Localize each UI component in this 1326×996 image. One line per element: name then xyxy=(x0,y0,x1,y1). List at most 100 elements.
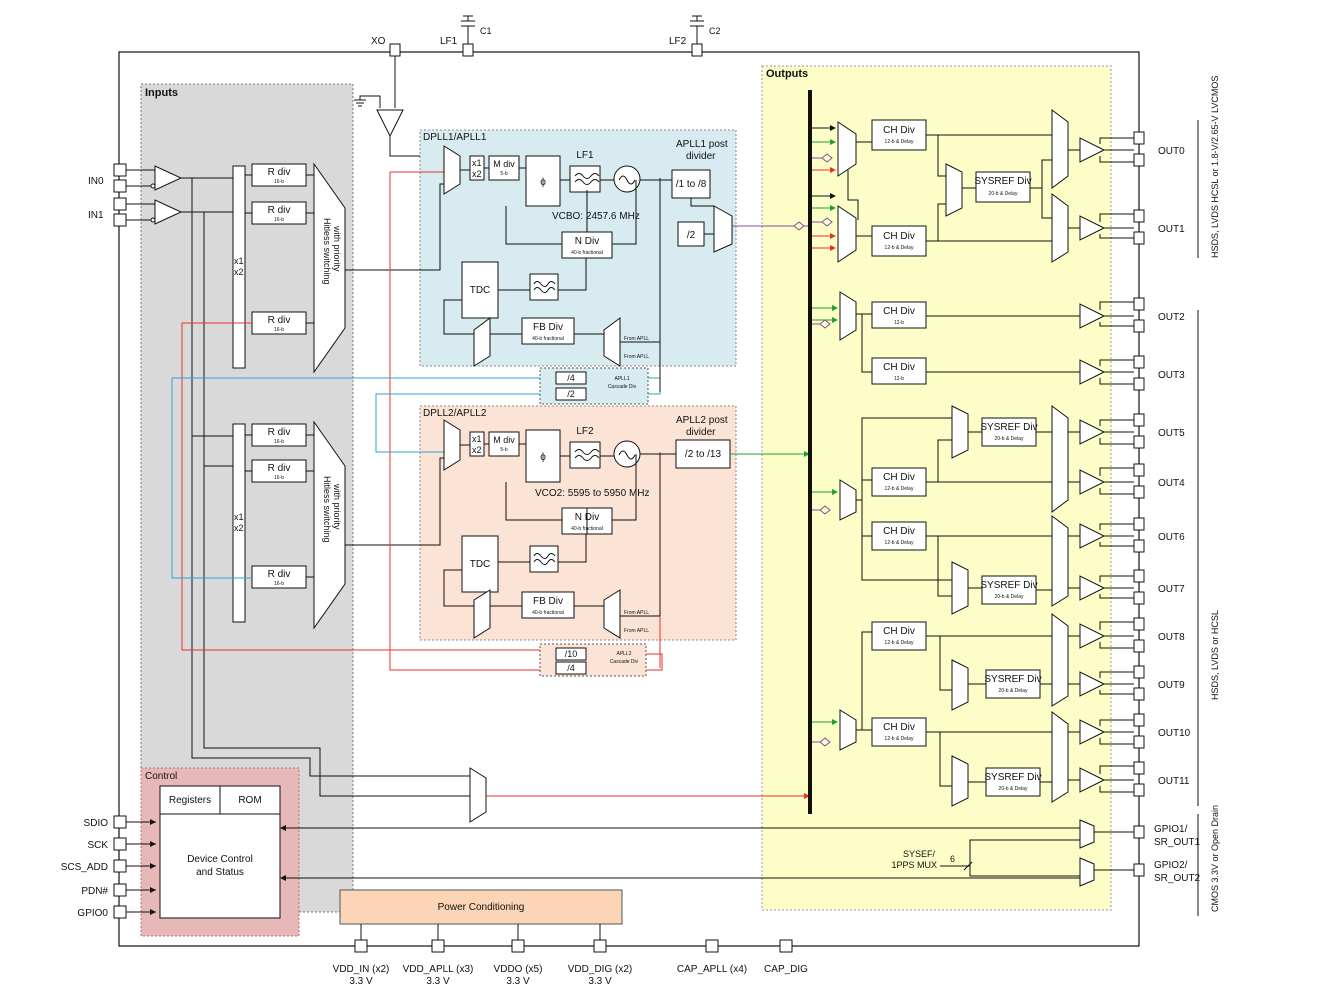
control-label: Control xyxy=(145,771,177,782)
svg-text:x1: x1 xyxy=(472,434,482,444)
svg-text:divider: divider xyxy=(686,151,716,162)
svg-text:5-b: 5-b xyxy=(500,447,507,453)
sysref-d2: SYSREF Div 20-b & Delay xyxy=(984,767,1042,797)
in0-pin: IN0 xyxy=(88,163,127,193)
svg-text:VDDO (x5): VDDO (x5) xyxy=(494,964,543,975)
ref-bypass-mux xyxy=(469,767,810,823)
svg-text:OUT10: OUT10 xyxy=(1158,728,1191,739)
svg-text:12-b & Delay: 12-b & Delay xyxy=(885,540,914,546)
supply-pin-1: VDD_APLL (x3)3.3 V xyxy=(403,924,474,987)
rdiv-1b: R div 16-b xyxy=(251,201,307,225)
power-conditioning: Power Conditioning xyxy=(339,889,623,925)
svg-text:M div: M div xyxy=(493,159,515,169)
svg-text:with priority: with priority xyxy=(332,483,342,530)
output-pin-out11: OUT11 xyxy=(1133,761,1190,797)
svg-text:/4: /4 xyxy=(567,373,575,383)
svg-text:GPIO1/: GPIO1/ xyxy=(1154,824,1188,835)
sysref-a: SYSREF Div 20-b & Delay xyxy=(974,171,1032,203)
red-wire-1 xyxy=(181,322,540,651)
svg-text:APLL2 post: APLL2 post xyxy=(676,415,728,426)
svg-text:ϕ: ϕ xyxy=(540,177,546,188)
svg-text:VDD_IN (x2): VDD_IN (x2) xyxy=(333,964,390,975)
control-pin-pdn-: PDN# xyxy=(81,883,156,897)
svg-text:HSDS, LVDS HCSL or 1.8-V/2.65-: HSDS, LVDS HCSL or 1.8-V/2.65-V LVCMOS xyxy=(1210,76,1220,258)
pll2-title: DPLL2/APLL2 xyxy=(423,408,487,419)
svg-text:OUT3: OUT3 xyxy=(1158,370,1185,381)
svg-text:SYSREF Div: SYSREF Div xyxy=(980,422,1037,433)
output-pin-out0: OUT0 xyxy=(1133,131,1185,167)
output-pin-out1: OUT1 xyxy=(1133,209,1185,245)
svg-text:/1 to /8: /1 to /8 xyxy=(676,179,707,190)
svg-text:SYSREF Div: SYSREF Div xyxy=(980,580,1037,591)
svg-text:CH Div: CH Div xyxy=(883,231,915,242)
sysref-c1: SYSREF Div 20-b & Delay xyxy=(980,417,1038,447)
control-pin-gpio0: GPIO0 xyxy=(77,905,156,919)
sysref-c2: SYSREF Div 20-b & Delay xyxy=(980,575,1038,605)
chdiv-out3: CH Div 12-b xyxy=(871,357,927,385)
svg-text:6: 6 xyxy=(950,854,955,864)
svg-text:VDD_APLL (x3): VDD_APLL (x3) xyxy=(403,964,474,975)
svg-text:1PPS MUX: 1PPS MUX xyxy=(891,860,937,870)
svg-text:VDD_DIG (x2): VDD_DIG (x2) xyxy=(568,964,632,975)
svg-text:12-b & Delay: 12-b & Delay xyxy=(885,640,914,646)
svg-text:Device Control: Device Control xyxy=(187,854,253,865)
svg-text:FB Div: FB Div xyxy=(533,322,563,333)
svg-text:LF1: LF1 xyxy=(440,36,458,47)
chdiv-out1: CH Div 12-b & Delay xyxy=(871,225,927,257)
xo-pin: XO xyxy=(371,36,401,57)
svg-text:CH Div: CH Div xyxy=(883,125,915,136)
svg-text:IN0: IN0 xyxy=(88,176,104,187)
input-buffers xyxy=(126,165,470,797)
svg-text:APLL1 post: APLL1 post xyxy=(676,139,728,150)
svg-text:40-b fractional: 40-b fractional xyxy=(532,336,564,342)
svg-text:3.3 V: 3.3 V xyxy=(506,976,530,987)
svg-text:R div: R div xyxy=(268,205,291,216)
svg-text:12-b & Delay: 12-b & Delay xyxy=(885,139,914,145)
rdiv-2a: R div 16-b xyxy=(251,423,307,447)
svg-text:ϕ: ϕ xyxy=(540,452,546,463)
svg-text:TDC: TDC xyxy=(470,559,491,570)
svg-text:16-b: 16-b xyxy=(274,475,284,481)
supply-pin-4: CAP_APLL (x4) xyxy=(677,939,747,975)
supply-pin-0: VDD_IN (x2)3.3 V xyxy=(333,924,390,987)
svg-text:LF2: LF2 xyxy=(669,36,687,47)
svg-text:XO: XO xyxy=(371,36,386,47)
svg-text:SCS_ADD: SCS_ADD xyxy=(61,862,108,873)
hitless-mux-2: Hitless switching with priority xyxy=(313,420,346,630)
blue-wire-2 xyxy=(375,393,556,453)
chip-outline xyxy=(118,51,1140,947)
svg-text:SYSREF Div: SYSREF Div xyxy=(974,176,1031,187)
svg-text:x1: x1 xyxy=(234,512,244,522)
svg-text:12-b: 12-b xyxy=(894,320,904,326)
svg-text:20-b & Delay: 20-b & Delay xyxy=(999,688,1028,694)
svg-text:CAP_DIG: CAP_DIG xyxy=(764,964,808,975)
svg-text:x2: x2 xyxy=(234,267,244,277)
gpio-outputs: GPIO1/ SR_OUT1 GPIO2/ SR_OUT2 SYSEF/ 1PP… xyxy=(280,819,1201,887)
chdiv-out4: CH Div 12-b & Delay xyxy=(871,467,927,497)
output-pin-out5: OUT5 xyxy=(1133,413,1185,449)
control-pin-sck: SCK xyxy=(87,837,156,851)
svg-text:CH Div: CH Div xyxy=(883,722,915,733)
svg-text:Cascade Div: Cascade Div xyxy=(608,384,637,390)
svg-text:R div: R div xyxy=(268,463,291,474)
svg-text:R div: R div xyxy=(268,167,291,178)
svg-text:SYSEF/: SYSEF/ xyxy=(903,849,936,859)
blue-wire-1 xyxy=(171,377,556,579)
svg-text:16-b: 16-b xyxy=(274,439,284,445)
svg-text:R div: R div xyxy=(268,427,291,438)
svg-text:12-b & Delay: 12-b & Delay xyxy=(885,245,914,251)
svg-text:OUT6: OUT6 xyxy=(1158,532,1185,543)
output-group-c: CH Div 12-b & Delay CH Div 12-b & Delay … xyxy=(812,405,1134,615)
svg-text:3.3 V: 3.3 V xyxy=(349,976,373,987)
svg-text:/2: /2 xyxy=(567,389,575,399)
svg-text:and Status: and Status xyxy=(196,867,244,878)
svg-text:From APLL: From APLL xyxy=(624,336,649,342)
svg-text:OUT4: OUT4 xyxy=(1158,478,1185,489)
svg-text:x2: x2 xyxy=(472,445,482,455)
svg-text:OUT11: OUT11 xyxy=(1158,776,1190,787)
svg-text:From APLL: From APLL xyxy=(624,610,649,616)
outputs-label: Outputs xyxy=(766,68,808,80)
chdiv-out2: CH Div 12-b xyxy=(871,301,927,329)
svg-text:x2: x2 xyxy=(234,523,244,533)
control-block: Registers ROM Device Control and Status xyxy=(159,785,281,919)
